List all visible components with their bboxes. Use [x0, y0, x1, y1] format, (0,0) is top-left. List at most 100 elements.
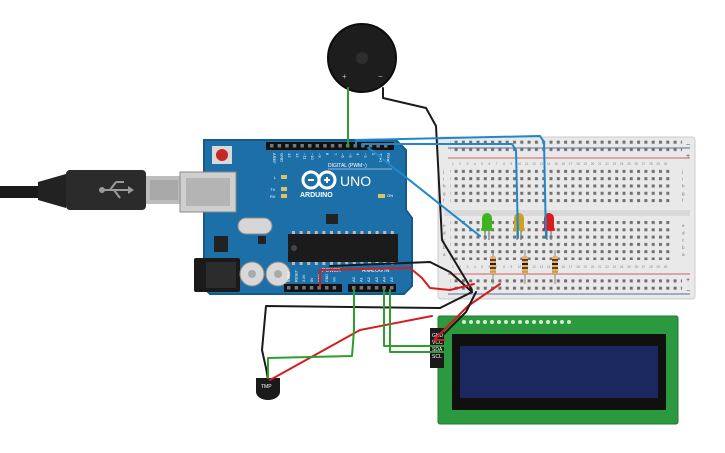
lcd-pin-label: SDA [432, 347, 443, 353]
column-number: 12 [532, 162, 536, 166]
column-number: 17 [569, 162, 573, 166]
analog-pin-label: A0 [351, 276, 356, 282]
temp-sensor-label: TMP [261, 384, 272, 390]
column-number: 7 [496, 265, 498, 269]
resistor[interactable] [490, 250, 496, 284]
digital-pin-label: ~6 [340, 153, 345, 158]
column-number: 8 [503, 162, 505, 166]
column-number: 5 [481, 162, 483, 166]
bottom-power-rail[interactable] [450, 276, 682, 291]
column-number: 1 [452, 162, 454, 166]
row-letter: e [682, 223, 685, 228]
column-number: 23 [613, 265, 617, 269]
column-number: 13 [540, 265, 544, 269]
digital-pin-label: ~10 [310, 153, 315, 161]
column-number: 10 [518, 265, 522, 269]
top-power-rail[interactable] [450, 140, 682, 155]
digital-pin-label: 13 [287, 153, 292, 158]
column-number: 21 [598, 162, 602, 166]
column-number: 14 [547, 265, 551, 269]
column-number: 20 [591, 265, 595, 269]
digital-pin-label: 4 [356, 153, 361, 156]
rail-minus-label: − [686, 142, 690, 149]
column-number: 11 [525, 162, 529, 166]
breadboard-top-terminals[interactable] [450, 166, 670, 206]
lcd-screen [460, 346, 658, 398]
wires [261, 87, 547, 381]
column-number: 6 [489, 162, 491, 166]
usb-cable [0, 170, 182, 210]
arduino-logo-icon [301, 170, 337, 190]
resistor[interactable] [522, 250, 528, 284]
row-letter: a [443, 252, 446, 257]
led-label-rx: RX [270, 194, 276, 199]
power-pin-label: IOREF [287, 270, 291, 282]
column-number: 25 [627, 162, 631, 166]
lcd-pin-label: SCL [432, 354, 442, 360]
column-number: 30 [664, 162, 668, 166]
row-letter: c [682, 238, 685, 243]
column-number: 1 [452, 265, 454, 269]
row-letter: h [443, 184, 446, 189]
column-number: 15 [554, 162, 558, 166]
digital-pin-label: GND [280, 153, 285, 162]
row-letter: i [682, 176, 683, 181]
analog-pin-label: A5 [389, 276, 394, 282]
piezo-buzzer[interactable]: + − [327, 23, 397, 93]
column-number: 23 [613, 162, 617, 166]
analog-header [348, 284, 396, 292]
column-number: 10 [518, 162, 522, 166]
analog-pin-label: A4 [381, 276, 386, 282]
wire-sda [383, 289, 445, 347]
column-number: 29 [656, 162, 660, 166]
column-number: 30 [664, 265, 668, 269]
digital-pin-label: ~5 [348, 153, 353, 158]
capacitor [239, 261, 265, 287]
column-number: 9 [510, 265, 512, 269]
wire-lcd-vcc [433, 283, 501, 341]
column-number: 3 [467, 162, 469, 166]
led-yellow[interactable] [513, 213, 525, 240]
column-number: 7 [496, 162, 498, 166]
resistor[interactable] [552, 250, 558, 284]
led-green[interactable] [481, 213, 493, 240]
column-number: 26 [635, 162, 639, 166]
digital-pin-label: ~9 [318, 153, 323, 158]
row-letter: a [682, 252, 685, 257]
column-number: 27 [642, 265, 646, 269]
column-number: 22 [605, 265, 609, 269]
digital-pin-label: RX◂0 [386, 153, 391, 164]
column-number: 28 [649, 265, 653, 269]
reset-button[interactable] [212, 146, 232, 164]
power-pin-label: RESET [295, 269, 299, 282]
column-number: 24 [620, 265, 624, 269]
row-letter: f [682, 198, 684, 203]
column-number: 17 [569, 265, 573, 269]
rail-plus-label-bottom: + [686, 277, 690, 284]
digital-header [266, 142, 394, 150]
power-pin-label: 5V [310, 277, 314, 282]
column-number: 3 [467, 265, 469, 269]
column-number: 20 [591, 162, 595, 166]
row-letter: e [443, 223, 446, 228]
wire-scl [389, 289, 445, 353]
column-number: 13 [540, 162, 544, 166]
row-letter: f [443, 198, 445, 203]
row-letter: d [682, 230, 685, 235]
temperature-sensor[interactable]: TMP [256, 378, 280, 400]
column-number: 8 [503, 265, 505, 269]
led-label-tx: TX [270, 187, 275, 192]
row-letter: b [443, 245, 446, 250]
column-number: 6 [489, 265, 491, 269]
power-pin-label: 3.3V [302, 274, 306, 282]
wire-5v [319, 267, 475, 291]
digital-header-label: DIGITAL (PWM~) [328, 163, 367, 169]
analog-pin-label: A2 [366, 276, 371, 282]
column-number: 29 [656, 265, 660, 269]
row-letter: i [443, 176, 444, 181]
power-pin-label: Vin [333, 277, 337, 282]
digital-pin-label: 12 [295, 153, 300, 158]
